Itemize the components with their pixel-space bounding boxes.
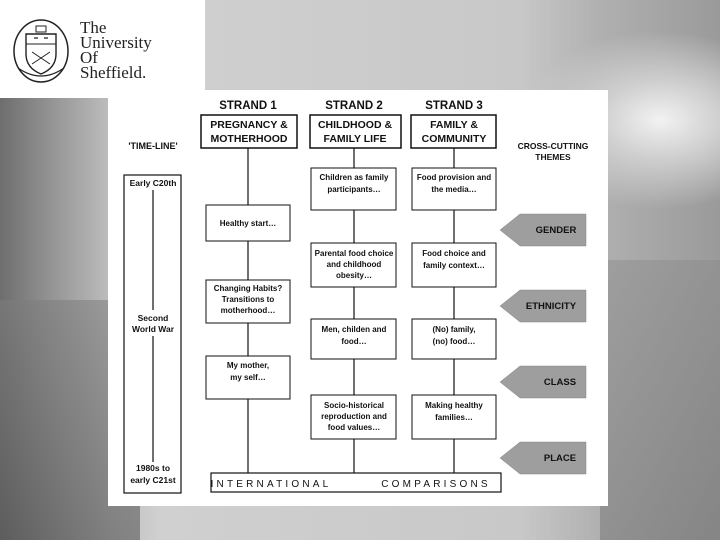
timeline-middle: World War: [132, 324, 175, 334]
theme-arrow-place: PLACE: [499, 441, 587, 475]
strand3-title-box: [410, 114, 497, 149]
theme-label: CLASS: [544, 377, 576, 388]
timeline-end: early C21st: [130, 475, 176, 485]
strand3-box: Making healthy families…: [411, 394, 497, 440]
box-text: participants…: [327, 185, 380, 194]
strand3-title: FAMILY &: [430, 119, 478, 131]
strand2-box: Children as family participants…: [310, 167, 397, 211]
box-text: the media…: [431, 185, 476, 194]
box-text: and childhood: [327, 260, 382, 269]
background-photo-figure: [600, 260, 720, 540]
strand1-title-box: [200, 114, 298, 149]
box-text: food values…: [328, 423, 380, 432]
cross-cutting-title: CROSS-CUTTING: [518, 141, 589, 151]
box-text: My mother,: [227, 361, 269, 370]
box-text: family context…: [423, 261, 485, 270]
international-comparisons-bar: [210, 472, 502, 493]
timeline-start: Early C20th: [130, 178, 177, 188]
theme-label: GENDER: [536, 225, 577, 236]
footer-word: COMPARISONS: [381, 479, 490, 490]
strand2-label: STRAND 2: [325, 100, 383, 112]
box-text: (no) food…: [433, 337, 476, 346]
strand2-title: FAMILY LIFE: [323, 133, 386, 145]
theme-arrow-ethnicity: ETHNICITY: [499, 289, 587, 323]
logo-wordmark: The University Of Sheffield.: [80, 18, 152, 82]
box-text: Men, childen and: [322, 325, 387, 334]
box-text: Transitions to: [222, 295, 275, 304]
strand2-title-box: [309, 114, 402, 149]
box-text: families…: [435, 413, 473, 422]
strand2-box: Socio-historical reproduction and food v…: [310, 394, 397, 440]
strand3-title: COMMUNITY: [422, 133, 487, 145]
box-text: Socio-historical: [324, 401, 384, 410]
strand2-title: CHILDHOOD &: [318, 119, 392, 131]
cross-cutting-title: THEMES: [535, 152, 571, 162]
strand2-box: Men, childen and food…: [310, 318, 397, 360]
box-text: Children as family: [320, 173, 389, 182]
theme-label: PLACE: [544, 453, 576, 464]
research-strands-diagram: STRAND 1 STRAND 2 STRAND 3 PREGNANCY & M…: [123, 100, 589, 494]
box-text: motherhood…: [221, 306, 276, 315]
box-text: Food choice and: [422, 249, 486, 258]
box-text: my self…: [230, 373, 266, 382]
timeline-label: 'TIME-LINE': [128, 141, 177, 151]
strand3-label: STRAND 3: [425, 100, 483, 112]
logo-line: University: [80, 33, 152, 52]
strand1-label: STRAND 1: [219, 100, 277, 112]
crest-icon: [13, 19, 69, 83]
logo-line: Of: [80, 48, 98, 67]
strand3-box: (No) family, (no) food…: [411, 318, 497, 360]
box-text: Making healthy: [425, 401, 483, 410]
strand1-box: My mother, my self…: [205, 355, 291, 400]
box-text: (No) family,: [433, 325, 476, 334]
logo-line: The: [80, 18, 107, 37]
theme-label: ETHNICITY: [526, 301, 577, 312]
box-text: Parental food choice: [315, 249, 394, 258]
box-text: Changing Habits?: [214, 284, 283, 293]
strand2-box: Parental food choice and childhood obesi…: [310, 242, 397, 288]
strand3-box: Food provision and the media…: [411, 167, 497, 211]
box-text: Healthy start…: [220, 219, 276, 228]
box-text: reproduction and: [321, 412, 387, 421]
strand1-title: MOTHERHOOD: [211, 133, 288, 145]
box-text: obesity…: [336, 271, 372, 280]
strand1-title: PREGNANCY &: [210, 119, 288, 131]
timeline-end: 1980s to: [136, 463, 170, 473]
footer-word: INTERNATIONAL: [211, 479, 332, 490]
theme-arrow-class: CLASS: [499, 365, 587, 399]
box-text: food…: [341, 337, 366, 346]
university-logo: The University Of Sheffield.: [0, 0, 205, 98]
strand3-box: Food choice and family context…: [411, 242, 497, 288]
logo-line: Sheffield.: [80, 63, 147, 82]
strand1-box: Changing Habits? Transitions to motherho…: [205, 279, 291, 324]
timeline-middle: Second: [138, 313, 169, 323]
strand1-box: Healthy start…: [205, 204, 291, 242]
theme-arrow-gender: GENDER: [499, 213, 587, 247]
box-text: Food provision and: [417, 173, 491, 182]
